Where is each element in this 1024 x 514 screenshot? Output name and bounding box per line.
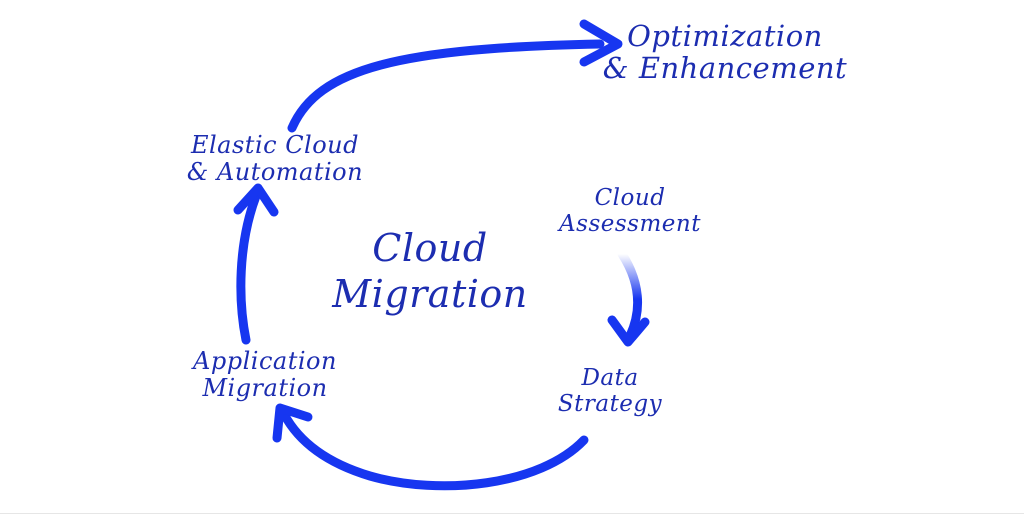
node-assessment-line1: Cloud	[594, 185, 666, 211]
center-title: Cloud Migration	[300, 226, 560, 317]
center-title-line2: Migration	[332, 271, 528, 316]
node-application-migration: Application Migration	[160, 348, 370, 402]
node-optimization-line1: Optimization	[627, 19, 823, 53]
node-optimization-enhancement: Optimization & Enhancement	[590, 20, 860, 85]
arrow-data-to-application	[272, 403, 589, 491]
node-elastic-line1: Elastic Cloud	[190, 131, 360, 159]
node-cloud-assessment: Cloud Assessment	[540, 185, 720, 238]
center-title-line1: Cloud	[372, 226, 488, 270]
arrow-assessment-to-data	[607, 249, 650, 347]
node-optimization-line2: & Enhancement	[602, 51, 848, 86]
node-data-line1: Data	[581, 365, 639, 391]
node-elastic-line2: & Automation	[186, 157, 364, 186]
node-elastic-cloud-automation: Elastic Cloud & Automation	[160, 132, 390, 186]
node-data-line2: Strategy	[557, 390, 663, 417]
arrow-application-to-elastic	[233, 183, 279, 345]
node-assessment-line2: Assessment	[559, 210, 701, 237]
arrow-elastic-to-optimization	[287, 19, 623, 133]
node-application-line2: Migration	[202, 373, 328, 402]
node-application-line1: Application	[193, 347, 337, 375]
node-data-strategy: Data Strategy	[530, 365, 690, 418]
